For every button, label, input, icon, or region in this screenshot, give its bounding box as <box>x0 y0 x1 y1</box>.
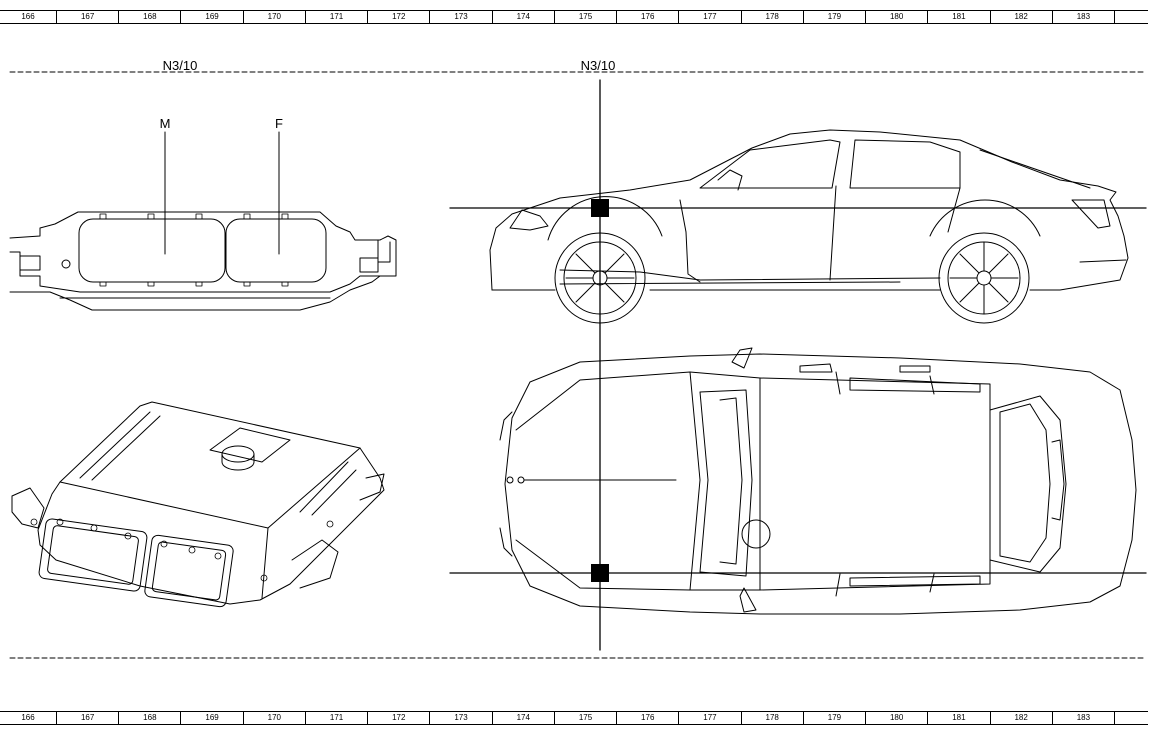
rear-wheel <box>938 232 1030 324</box>
ruler-cell: 177 <box>678 712 740 724</box>
ruler-cell: 172 <box>367 11 429 23</box>
control-unit-front-view <box>9 131 397 311</box>
vehicle-side-view <box>489 129 1129 324</box>
ruler-cell: 168 <box>118 712 180 724</box>
ruler-cell: 166 <box>21 12 35 21</box>
vehicle-top-view <box>499 347 1137 615</box>
connector-f-socket <box>225 218 327 283</box>
ruler-cell: 170 <box>242 712 305 724</box>
connector-f-housing <box>144 534 234 608</box>
ruler-cell: 177 <box>678 11 740 23</box>
ruler-cell: 170 <box>242 11 305 23</box>
ruler-cell: 182 <box>989 11 1052 23</box>
control-unit-isometric-view <box>11 401 385 608</box>
ruler-cell: 169 <box>180 11 242 23</box>
location-marker-side-view <box>591 199 609 217</box>
ruler-cell: 175 <box>553 712 616 724</box>
ruler-cell: 179 <box>802 712 865 724</box>
location-marker-top-view <box>591 564 609 582</box>
top-grid-ruler: 166 167 168 169 170 171 172 173 174 175 … <box>0 10 1148 24</box>
ruler-cell: 168 <box>118 11 180 23</box>
ruler-cell: 171 <box>304 11 367 23</box>
ruler-cell: 181 <box>927 712 989 724</box>
connector-m-label: M <box>160 116 171 131</box>
ruler-cell <box>1113 11 1148 23</box>
component-label-right: N3/10 <box>581 58 616 73</box>
ruler-cell: 167 <box>56 712 118 724</box>
ruler-cell: 172 <box>367 712 429 724</box>
ruler-cell: 183 <box>1051 11 1114 23</box>
component-label-left: N3/10 <box>163 58 198 73</box>
ruler-cell: 171 <box>304 712 367 724</box>
ruler-cell: 183 <box>1051 712 1114 724</box>
ruler-cell: 180 <box>865 712 927 724</box>
ruler-cell: 181 <box>927 11 989 23</box>
ruler-cell: 175 <box>553 11 616 23</box>
ruler-cell: 166 <box>21 713 35 722</box>
ruler-cell <box>1113 712 1148 724</box>
ruler-cell: 182 <box>989 712 1052 724</box>
ruler-cell: 169 <box>180 712 242 724</box>
ruler-cell: 179 <box>802 11 865 23</box>
connector-f-label: F <box>275 116 283 131</box>
ruler-cell: 174 <box>491 712 554 724</box>
ruler-cell: 173 <box>429 11 491 23</box>
locator-grid <box>449 79 1147 651</box>
ruler-cell: 167 <box>56 11 118 23</box>
ruler-cell: 178 <box>740 11 803 23</box>
connector-m-housing <box>38 518 148 592</box>
bottom-grid-ruler: 166 167 168 169 170 171 172 173 174 175 … <box>0 711 1148 725</box>
ruler-cell: 176 <box>616 11 678 23</box>
ruler-cell: 178 <box>740 712 803 724</box>
ruler-cell: 174 <box>491 11 554 23</box>
ruler-cell: 173 <box>429 712 491 724</box>
ruler-cell: 180 <box>865 11 927 23</box>
ruler-cell: 176 <box>616 712 678 724</box>
connector-m-socket <box>78 218 226 283</box>
